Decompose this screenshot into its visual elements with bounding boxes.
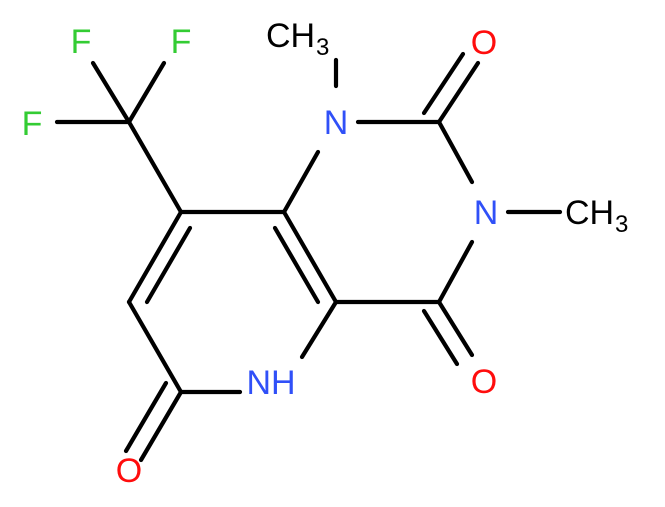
bond-c2-o [436,60,481,125]
bonds [54,51,563,463]
atom-labels: F F F CH 3 N O N CH 3 O NH O [22,17,629,490]
fluorine-label-2: F [171,23,192,61]
bond-c7-c6 [126,299,184,395]
bond-c4-o [436,299,475,358]
bond-c6-o-double [123,380,169,454]
bond-c8-c7 [126,209,184,305]
bond-c4a-c8a-double [272,225,321,305]
methyl-subscript-n3: 3 [615,211,628,238]
methyl-label-n3: CH [565,194,614,232]
oxygen-label-c6: O [116,452,142,490]
fluorine-label-1: F [71,23,92,61]
bond-c-f1 [90,60,132,125]
bond-c6-o [138,389,184,463]
oxygen-label-c2: O [471,24,497,62]
bond-c4a-c8a [281,209,339,305]
bond-c8-c7-double [144,225,193,305]
oxygen-label-c4: O [471,363,497,401]
bond-c2-n3 [436,119,475,185]
nitrogen-label-n3: N [474,194,499,232]
bond-n3-c4 [436,239,475,305]
fluorine-label-3: F [22,105,43,143]
bond-c4-o-double [421,308,460,367]
nitrogen-label-n1: N [324,104,349,142]
bond-c8a-n1 [281,149,321,215]
bond-c-f2 [126,60,167,125]
methyl-label-n1: CH [266,17,315,55]
nh-label: NH [246,364,295,402]
bond-nh-c4a [299,299,339,360]
methyl-subscript-n1: 3 [316,34,329,61]
bond-c2-o-double [421,51,466,116]
bond-c8-cf3 [126,119,184,215]
